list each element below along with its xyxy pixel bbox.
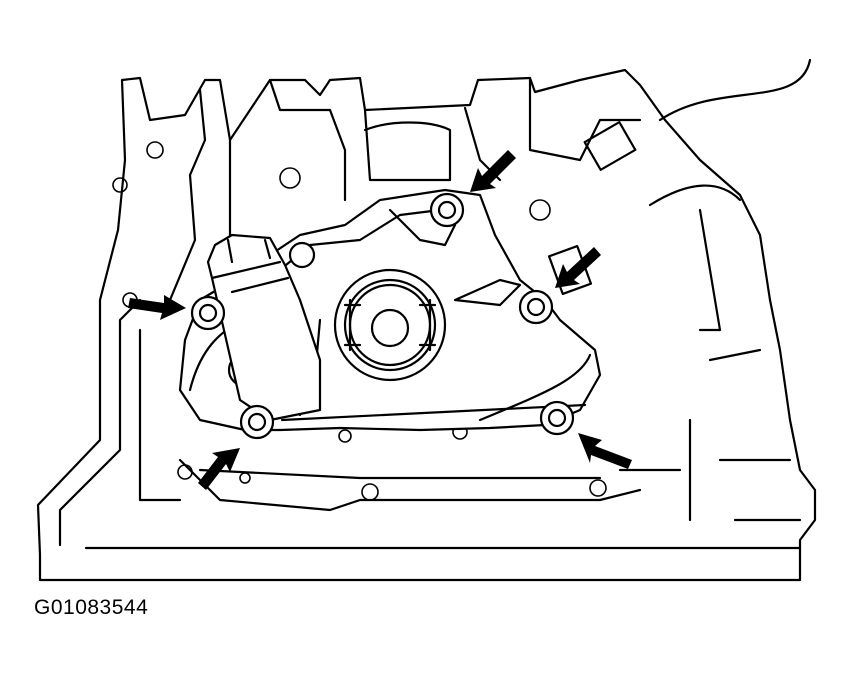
- bolt-bottom-right: [539, 400, 575, 436]
- figure-code: G01083544: [34, 596, 149, 619]
- arrow-right: [555, 247, 601, 288]
- arrow-top: [470, 150, 516, 192]
- arrow-left: [128, 295, 186, 320]
- bolt-left: [190, 295, 226, 331]
- bolt-top: [429, 192, 465, 228]
- arrow-bottom-left: [198, 448, 240, 490]
- bolt-bottom-left: [239, 404, 275, 440]
- callout-arrows: [128, 150, 632, 490]
- arrow-bottom-right: [578, 433, 632, 469]
- pump-rotor: [333, 268, 447, 382]
- bolt-upper-left: [288, 241, 316, 269]
- mounting-bolts: [190, 192, 575, 440]
- relief-valve-housing: [206, 233, 322, 422]
- bolt-right: [518, 289, 554, 325]
